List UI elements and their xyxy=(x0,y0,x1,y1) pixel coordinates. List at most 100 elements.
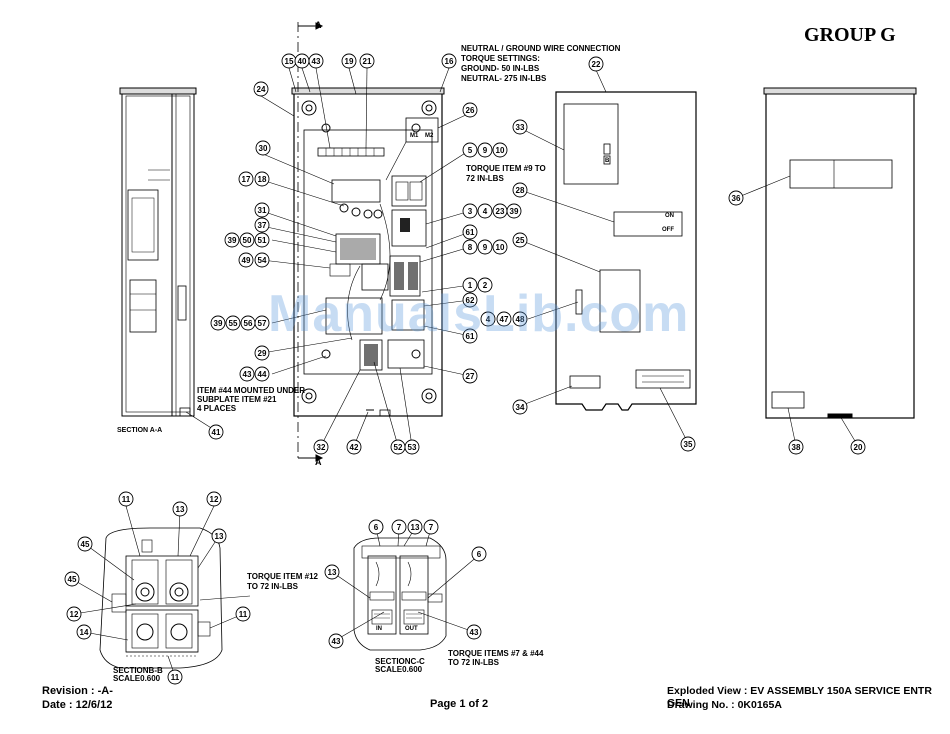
balloon-circle-top-7 xyxy=(462,102,478,118)
balloon-circle-bottom-4 xyxy=(512,399,528,415)
balloon-circle-section_bb-0 xyxy=(118,491,134,507)
section-b-b-scale: SCALE0.600 xyxy=(113,674,161,683)
balloon-circle-right_group-14 xyxy=(480,311,496,327)
m2-label: M2 xyxy=(425,133,434,139)
balloon-top-8: 22 xyxy=(592,60,601,69)
balloon-section_bb-8: 14 xyxy=(80,628,89,637)
balloon-right_group-2: 10 xyxy=(496,146,505,155)
balloon-left_group-13: 57 xyxy=(258,319,267,328)
balloon-circle-right_group-15 xyxy=(496,311,512,327)
section-b-b-label: SECTIONB-B xyxy=(113,666,163,675)
balloon-left_group-6: 50 xyxy=(243,236,252,245)
balloon-circle-bottom-1 xyxy=(346,439,362,455)
balloon-circle-bottom-3 xyxy=(404,439,420,455)
balloon-circle-section_bb-5 xyxy=(64,571,80,587)
balloon-circle-left_group-0 xyxy=(255,140,271,156)
balloon-left_group-10: 39 xyxy=(214,319,223,328)
balloon-left_group-2: 18 xyxy=(258,175,267,184)
leader-lines xyxy=(71,67,859,677)
section-a-a-view xyxy=(119,87,197,417)
balloon-top-0: 15 xyxy=(285,57,294,66)
balloon-right_group-19: 33 xyxy=(516,123,525,132)
balloon-circle-bottom-8 xyxy=(850,439,866,455)
note-torque-items7-44-1: TORQUE ITEMS #7 & #44 xyxy=(448,649,544,658)
balloon-circle-bottom-9 xyxy=(208,424,224,440)
balloon-top-5: 16 xyxy=(445,57,454,66)
balloon-circle-right_group-12 xyxy=(477,277,493,293)
note-torque-items7-44-2: TO 72 IN-LBS xyxy=(448,658,499,667)
balloon-left_group-14: 29 xyxy=(258,349,267,358)
balloon-section_cc-6: 43 xyxy=(332,637,341,646)
balloon-right_group-0: 5 xyxy=(468,146,473,155)
section-a-a-label: SECTION A-A xyxy=(117,427,163,434)
balloon-bottom-5: 35 xyxy=(684,440,693,449)
note-neutral-ground-4: NEUTRAL- 275 IN-LBS xyxy=(461,74,547,83)
front-panel-view xyxy=(291,22,445,462)
balloon-circle-left_group-11 xyxy=(225,315,241,331)
balloon-circle-left_group-1 xyxy=(238,171,254,187)
balloon-circle-section_cc-4 xyxy=(324,564,340,580)
balloon-circle-left_group-9 xyxy=(254,252,270,268)
balloon-left_group-4: 37 xyxy=(258,221,267,230)
b-label: B xyxy=(605,158,610,164)
balloon-section_bb-2: 12 xyxy=(210,495,219,504)
balloon-right_group-13: 62 xyxy=(466,296,475,305)
balloon-top-1: 40 xyxy=(298,57,307,66)
balloon-top-6: 24 xyxy=(257,85,266,94)
balloon-right_group-10: 10 xyxy=(496,243,505,252)
balloon-circle-section_cc-0 xyxy=(368,519,384,535)
balloon-circle-right_group-17 xyxy=(462,328,478,344)
balloon-top-2: 43 xyxy=(312,57,321,66)
balloon-circle-top-8 xyxy=(588,56,604,72)
balloon-section_cc-0: 6 xyxy=(374,523,379,532)
balloon-circle-left_group-8 xyxy=(238,252,254,268)
balloon-section_bb-3: 45 xyxy=(81,540,90,549)
note-item44-1: ITEM #44 MOUNTED UNDER xyxy=(197,386,306,395)
balloon-right_group-1: 9 xyxy=(483,146,488,155)
balloon-left_group-12: 56 xyxy=(244,319,253,328)
balloon-circle-top-3 xyxy=(341,53,357,69)
balloon-circle-top-5 xyxy=(441,53,457,69)
balloon-circle-bottom-5 xyxy=(680,436,696,452)
balloon-circle-top-2 xyxy=(308,53,324,69)
balloon-circle-section_cc-6 xyxy=(328,633,344,649)
balloon-section_cc-7: 43 xyxy=(470,628,479,637)
balloon-circle-right_group-21 xyxy=(512,232,528,248)
section-marker-top: A xyxy=(315,20,322,30)
balloon-circle-right_group-13 xyxy=(462,292,478,308)
balloon-section_cc-1: 7 xyxy=(397,523,402,532)
note-neutral-ground-2: TORQUE SETTINGS: xyxy=(461,54,540,63)
group-title: GROUP G xyxy=(804,24,896,46)
section-c-c-scale: SCALE0.600 xyxy=(375,665,423,674)
balloon-circle-section_cc-1 xyxy=(391,519,407,535)
m1-label: M1 xyxy=(410,133,419,139)
balloon-circle-section_bb-1 xyxy=(172,501,188,517)
balloon-circle-right_group-2 xyxy=(492,142,508,158)
section-b-b-view xyxy=(99,527,223,669)
balloon-bottom-1: 42 xyxy=(350,443,359,452)
balloon-circle-left_group-13 xyxy=(254,315,270,331)
drawing-number: Drawing No. : 0K0165A xyxy=(667,699,782,711)
note-torque-item12-2: TO 72 IN-LBS xyxy=(247,582,298,591)
balloon-circle-right_group-8 xyxy=(462,239,478,255)
balloon-right_group-17: 61 xyxy=(466,332,475,341)
balloon-right_group-6: 39 xyxy=(510,207,519,216)
balloon-left_group-7: 51 xyxy=(258,236,267,245)
balloon-section_bb-0: 11 xyxy=(122,495,131,504)
note-item44-2: SUBPLATE ITEM #21 xyxy=(197,395,277,404)
balloon-bottom-7: 38 xyxy=(792,443,801,452)
balloon-right_group-12: 2 xyxy=(483,281,488,290)
balloon-right_group-14: 4 xyxy=(486,315,491,324)
balloon-circle-section_cc-7 xyxy=(466,624,482,640)
balloon-right_group-21: 25 xyxy=(516,236,525,245)
balloon-circle-right_group-11 xyxy=(462,277,478,293)
balloon-circle-section_bb-6 xyxy=(66,606,82,622)
balloon-circle-section_bb-4 xyxy=(211,528,227,544)
balloon-right_group-3: 3 xyxy=(468,207,473,216)
balloon-right_group-11: 1 xyxy=(468,281,473,290)
balloon-circle-section_bb-2 xyxy=(206,491,222,507)
view-title: Exploded View : EV ASSEMBLY 150A SERVICE… xyxy=(667,685,932,709)
balloon-circle-left_group-5 xyxy=(224,232,240,248)
inner-door-view xyxy=(555,91,697,411)
